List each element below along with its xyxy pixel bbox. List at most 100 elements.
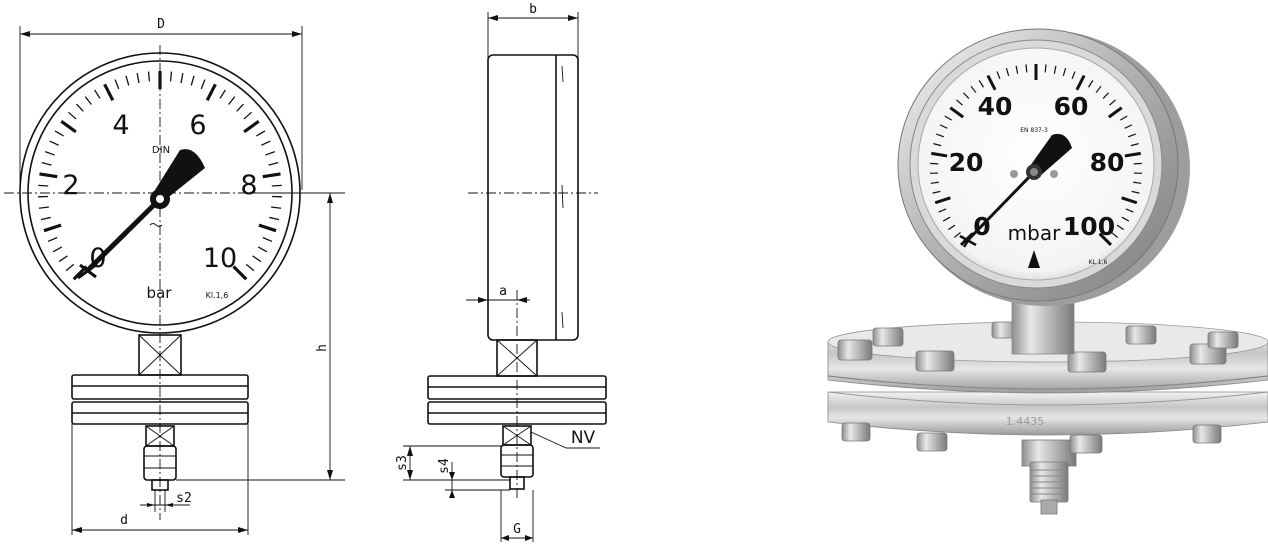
minor-tick xyxy=(243,111,252,120)
minor-tick xyxy=(44,151,55,156)
minor-tick xyxy=(1133,162,1142,165)
photo-lower-flange: 1.4435 xyxy=(827,391,1268,436)
dimension-b: b xyxy=(487,2,579,60)
dim-d-label: d xyxy=(120,513,128,528)
photo-unit-label: mbar xyxy=(1008,221,1061,245)
minor-tick xyxy=(970,85,977,93)
minor-tick xyxy=(52,246,63,253)
major-tick xyxy=(232,265,248,281)
major-tick xyxy=(243,119,260,134)
major-tick xyxy=(60,119,77,134)
minor-tick xyxy=(938,208,947,213)
photo-process-connection xyxy=(1021,439,1077,515)
minor-tick xyxy=(54,130,64,137)
photo-standard-mark: EN 837-3 xyxy=(1020,127,1048,134)
major-tick xyxy=(934,196,951,205)
minor-tick xyxy=(76,103,84,112)
dimension-s4: s4 xyxy=(437,458,510,498)
dim-NV-label: NV xyxy=(571,428,596,448)
front-view-drawing: D 0 2 4 6 8 10 DIN bar Kl.1,6 xyxy=(4,17,345,535)
minor-tick xyxy=(947,224,956,231)
minor-tick xyxy=(1088,80,1094,88)
minor-tick xyxy=(38,184,49,187)
dim-s4-label: s4 xyxy=(437,458,452,474)
photo-stop-pin-right xyxy=(1050,170,1058,178)
minor-tick xyxy=(219,89,226,99)
minor-tick xyxy=(228,96,236,105)
minor-tick xyxy=(1128,133,1136,138)
dimension-h: h xyxy=(176,192,345,481)
minor-tick xyxy=(1062,68,1067,77)
minor-tick xyxy=(1133,181,1142,184)
minor-tick xyxy=(252,255,262,263)
minor-tick xyxy=(1124,124,1133,129)
major-tick xyxy=(949,106,965,119)
major-tick xyxy=(1121,196,1138,205)
minor-tick xyxy=(1130,143,1139,147)
minor-tick xyxy=(261,140,271,146)
dial-number-6: 6 xyxy=(189,110,206,141)
minor-tick xyxy=(1071,71,1076,80)
minor-tick xyxy=(1111,232,1119,239)
minor-tick xyxy=(136,73,140,84)
minor-tick xyxy=(38,206,49,209)
minor-tick xyxy=(978,80,984,88)
dimension-a: a xyxy=(466,284,530,303)
major-tick xyxy=(39,172,58,179)
major-tick xyxy=(1107,106,1123,119)
minor-tick xyxy=(1116,224,1125,231)
minor-tick xyxy=(930,181,939,184)
minor-tick xyxy=(169,71,173,82)
minor-tick xyxy=(47,236,58,243)
minor-tick xyxy=(944,115,952,121)
minor-tick xyxy=(125,75,130,86)
minor-tick xyxy=(1015,65,1019,74)
photo-dial-number-20: 20 xyxy=(949,148,984,177)
major-tick xyxy=(1124,151,1141,158)
minor-tick xyxy=(265,151,276,156)
dim-h-label: h xyxy=(315,344,330,352)
minor-tick xyxy=(268,162,279,166)
minor-tick xyxy=(930,162,939,165)
minor-tick xyxy=(147,71,151,82)
minor-tick xyxy=(256,130,266,137)
photo-dial-numbers: 0 20 40 60 80 100 xyxy=(949,92,1125,241)
side-connector xyxy=(500,425,534,490)
front-flanges xyxy=(71,374,249,425)
major-tick xyxy=(986,74,997,91)
minor-tick xyxy=(269,216,280,221)
dim-b-label: b xyxy=(529,2,537,17)
minor-tick xyxy=(1005,68,1010,77)
minor-tick xyxy=(956,99,963,106)
minor-tick xyxy=(200,79,206,90)
minor-tick xyxy=(49,140,59,146)
wave-symbol xyxy=(149,223,163,227)
minor-tick xyxy=(942,216,951,222)
photo-lower-bolts xyxy=(841,422,1222,454)
major-tick xyxy=(1098,232,1113,247)
minor-tick xyxy=(1025,64,1028,73)
minor-tick xyxy=(65,263,75,272)
major-tick xyxy=(258,223,277,233)
gauge-photo: 1.4435 xyxy=(827,28,1268,515)
minor-tick xyxy=(180,73,184,84)
minor-tick xyxy=(936,133,944,138)
photo-dial-number-80: 80 xyxy=(1090,148,1125,177)
minor-tick xyxy=(41,162,52,166)
minor-tick xyxy=(84,96,92,105)
dimension-d: d xyxy=(71,424,249,535)
flange-engraving: 1.4435 xyxy=(1006,415,1045,428)
major-tick xyxy=(1075,74,1086,91)
minor-tick xyxy=(245,263,255,272)
minor-tick xyxy=(190,75,195,86)
dim-a-label: a xyxy=(499,284,507,299)
dial-number-8: 8 xyxy=(240,170,257,201)
din-mark: DIN xyxy=(152,145,170,156)
minor-tick xyxy=(1125,208,1134,213)
dim-s3-label: s3 xyxy=(395,455,410,471)
dim-s2-label: s2 xyxy=(176,491,192,506)
minor-tick xyxy=(114,79,120,90)
minor-tick xyxy=(40,216,51,221)
minor-tick xyxy=(1095,85,1102,93)
minor-tick xyxy=(939,124,948,129)
